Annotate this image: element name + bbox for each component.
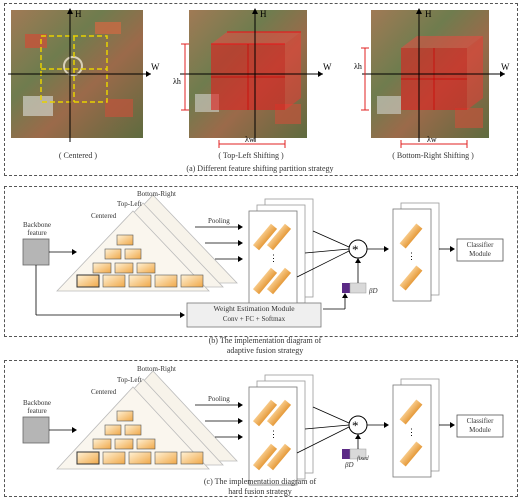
classifier-label-c: Classifier Module xyxy=(466,417,494,434)
panel-a-figure: H W H W λh λw xyxy=(8,8,510,148)
image-label-centered: ( Centered ) xyxy=(58,151,98,160)
aerial-image-top-left: H W λh λw xyxy=(173,8,332,148)
pooled-feature-cards: ⋮ xyxy=(248,198,314,310)
aerial-image-bottom-right: H W λh λw xyxy=(354,8,510,148)
panel-adaptive-fusion: ⋮ * ⋮ Backb xyxy=(4,186,518,337)
aerial-image-centered: H W xyxy=(8,8,160,142)
weight-module-formula: Conv + FC + Softmax xyxy=(222,315,286,323)
classifier-box-c xyxy=(456,414,504,438)
backbone-feature-box xyxy=(22,238,50,266)
svg-text:⋮: ⋮ xyxy=(269,253,278,263)
classifier-box xyxy=(456,238,504,262)
weight-module-label: Weight Estimation Module xyxy=(213,304,295,313)
label-bottom-right-c: Bottom-Right xyxy=(137,365,176,373)
axis-w-label-3: W xyxy=(501,62,510,72)
axis-h-label-3: H xyxy=(425,9,432,19)
lambda-w-3: λw xyxy=(427,135,437,144)
axis-h-label-2: H xyxy=(260,9,267,19)
panel-hard-fusion: ⋮ * ⋮ Backbone feature Bottom-Right Top-… xyxy=(4,360,518,497)
label-top-left-c: Top-Left xyxy=(117,376,142,384)
fused-feature-cards-c: ⋮ xyxy=(392,378,440,478)
svg-text:⋮: ⋮ xyxy=(407,427,416,437)
image-label-top-left: ( Top-Left Shifting ) xyxy=(218,151,284,160)
axis-w-label-2: W xyxy=(323,62,332,72)
backbone-feature-box-c xyxy=(22,416,50,444)
panel-c-figure: ⋮ * ⋮ xyxy=(22,370,504,486)
panel-c-caption-1: (c) The implementation diagram of xyxy=(203,477,317,486)
panel-b-caption-1: (b) The implementation diagram of xyxy=(208,336,322,345)
lambda-h-2: λh xyxy=(173,77,181,86)
label-pooling-c: Pooling xyxy=(208,395,230,403)
panel-feature-shifting: H W H W λh λw xyxy=(4,3,518,176)
label-bottom-right: Bottom-Right xyxy=(137,190,176,198)
svg-text:⋮: ⋮ xyxy=(269,429,278,439)
label-centered-c: Centered xyxy=(91,388,117,396)
label-centered: Centered xyxy=(91,212,117,220)
axis-h-label-1: H xyxy=(75,9,82,19)
pyramid-stack xyxy=(56,194,238,292)
beta-label-c: βD xyxy=(345,461,354,469)
lambda-w-2: λw xyxy=(245,135,255,144)
svg-text:⋮: ⋮ xyxy=(407,251,416,261)
classifier-label: Classifier Module xyxy=(466,241,494,258)
backbone-label: Backbone feature xyxy=(23,221,51,237)
panel-b-figure: ⋮ * ⋮ xyxy=(22,194,504,328)
beta-fixed-bar xyxy=(342,449,350,459)
pyramid-stack-c xyxy=(56,370,238,470)
weight-module-box xyxy=(186,302,322,328)
panel-c-caption-2: hard fusion strategy xyxy=(228,487,292,496)
axis-w-label-1: W xyxy=(151,62,160,72)
panel-a-caption: (a) Different feature shifting partition… xyxy=(186,164,334,173)
beta-label: βD xyxy=(369,287,378,295)
image-label-bottom-right: ( Bottom-Right Shifting ) xyxy=(392,151,474,160)
beta-weight-bar xyxy=(342,283,350,293)
label-top-left: Top-Left xyxy=(117,200,142,208)
pooled-feature-cards-c: ⋮ xyxy=(248,374,314,486)
fused-feature-cards: ⋮ xyxy=(392,202,440,302)
panel-b-caption-2: adaptive fusion strategy xyxy=(226,346,304,355)
backbone-label-c: Backbone feature xyxy=(23,399,51,415)
beta-fixed-sup: fixed xyxy=(357,456,369,462)
lambda-h-3: λh xyxy=(354,62,362,71)
label-pooling: Pooling xyxy=(208,217,230,225)
svg-text:*: * xyxy=(352,418,359,433)
svg-text:*: * xyxy=(352,242,359,257)
